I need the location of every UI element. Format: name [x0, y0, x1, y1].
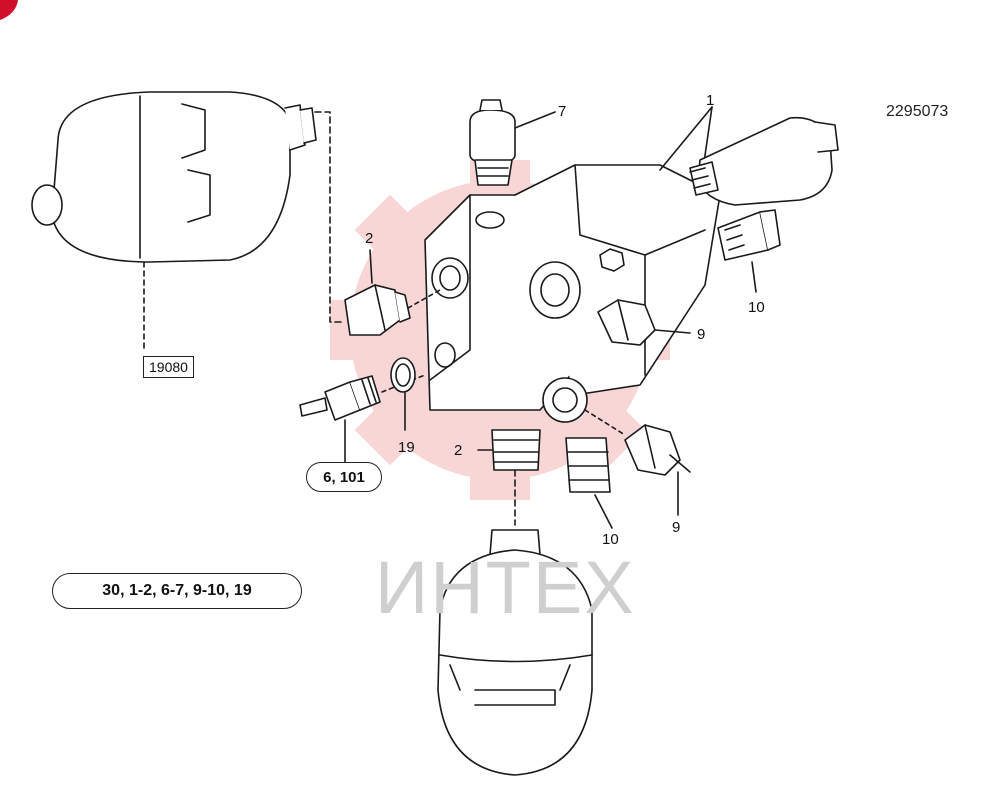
part-label-2-bottom: 2 [454, 442, 463, 459]
watermark-text: ИНТЕХ [375, 546, 636, 629]
ref-pill-sensor: 6, 101 [306, 462, 382, 492]
part-label-9-right: 9 [697, 326, 706, 343]
part-label-1: 1 [706, 92, 715, 109]
part-label-9-bottom: 9 [672, 519, 681, 536]
ref-box-accumulator: 19080 [143, 356, 194, 378]
pressure-switch [689, 116, 839, 206]
fitting-9-right [597, 299, 691, 346]
part-label-19: 19 [398, 439, 415, 456]
part-label-7: 7 [558, 103, 567, 120]
kit-label: 30, 1-2, 6-7, 9-10, 19 [52, 573, 302, 609]
left-accumulator [31, 91, 346, 351]
fitting-10-bottom [565, 437, 613, 529]
bottom-accumulator [437, 529, 593, 776]
fitting-9-bottom [584, 409, 691, 516]
part-label-2-left: 2 [365, 230, 374, 247]
fitting-2-bottom [477, 429, 541, 526]
fitting-2-left [344, 249, 441, 336]
valve-block [424, 106, 721, 423]
solenoid-7 [469, 99, 556, 186]
corner-mark [0, 0, 18, 20]
part-label-10-bottom: 10 [602, 531, 619, 548]
sensor-6 [299, 374, 426, 463]
fitting-10-right [717, 209, 781, 293]
document-number: 2295073 [886, 103, 949, 120]
seal-ring-19 [390, 357, 416, 431]
part-label-10-right: 10 [748, 299, 765, 316]
